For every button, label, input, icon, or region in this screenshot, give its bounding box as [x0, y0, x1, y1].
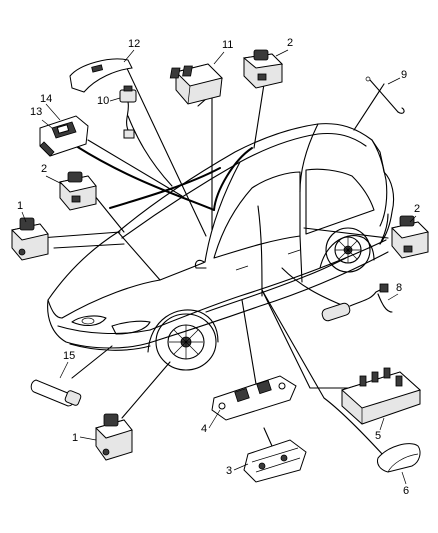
part-6-cover	[377, 443, 421, 473]
part-15-cylinder	[30, 379, 82, 407]
callout-1-upper: 1	[17, 200, 23, 212]
part-2-top-switch	[242, 49, 284, 89]
callout-3: 3	[226, 465, 232, 477]
callout-14: 14	[40, 93, 52, 105]
part-5-module	[341, 367, 421, 425]
part-12-trim-panel	[69, 58, 133, 93]
callout-ticks	[21, 49, 417, 485]
front-wheel	[155, 313, 217, 371]
part-8-harness	[321, 283, 393, 322]
callout-8: 8	[396, 282, 402, 294]
part-4-bracket	[211, 375, 297, 421]
part-3-harness-bracket	[243, 439, 307, 483]
callout-15: 15	[63, 350, 75, 362]
part-11-switch-module	[169, 63, 223, 105]
callout-1-lower: 1	[72, 432, 78, 444]
callout-2-top: 2	[287, 37, 293, 49]
part-1-upper-switch	[10, 217, 49, 261]
part-9-rod	[365, 76, 405, 114]
part-2-right-switch	[391, 215, 429, 259]
callout-9: 9	[401, 69, 407, 81]
part-10-sensor	[119, 85, 137, 139]
part-2-left-switch	[58, 171, 97, 211]
callout-2-right: 2	[414, 203, 420, 215]
callout-12: 12	[128, 38, 140, 50]
callout-10: 10	[97, 95, 109, 107]
callout-13: 13	[30, 106, 42, 118]
part-13-14-switch-bezel	[39, 115, 89, 157]
callout-2-left: 2	[41, 163, 47, 175]
sedan-outline	[47, 123, 395, 353]
rear-wheel	[325, 227, 371, 273]
callout-11: 11	[222, 39, 233, 51]
callout-labels: 12 11 2 9 10 14 13 2 1 2 8 15 5 4 1 3 6	[17, 37, 420, 497]
callout-5: 5	[375, 430, 381, 442]
callout-4: 4	[201, 423, 207, 435]
callout-6: 6	[403, 485, 409, 497]
leader-lines	[39, 61, 389, 457]
part-1-lower-switch	[95, 413, 133, 461]
